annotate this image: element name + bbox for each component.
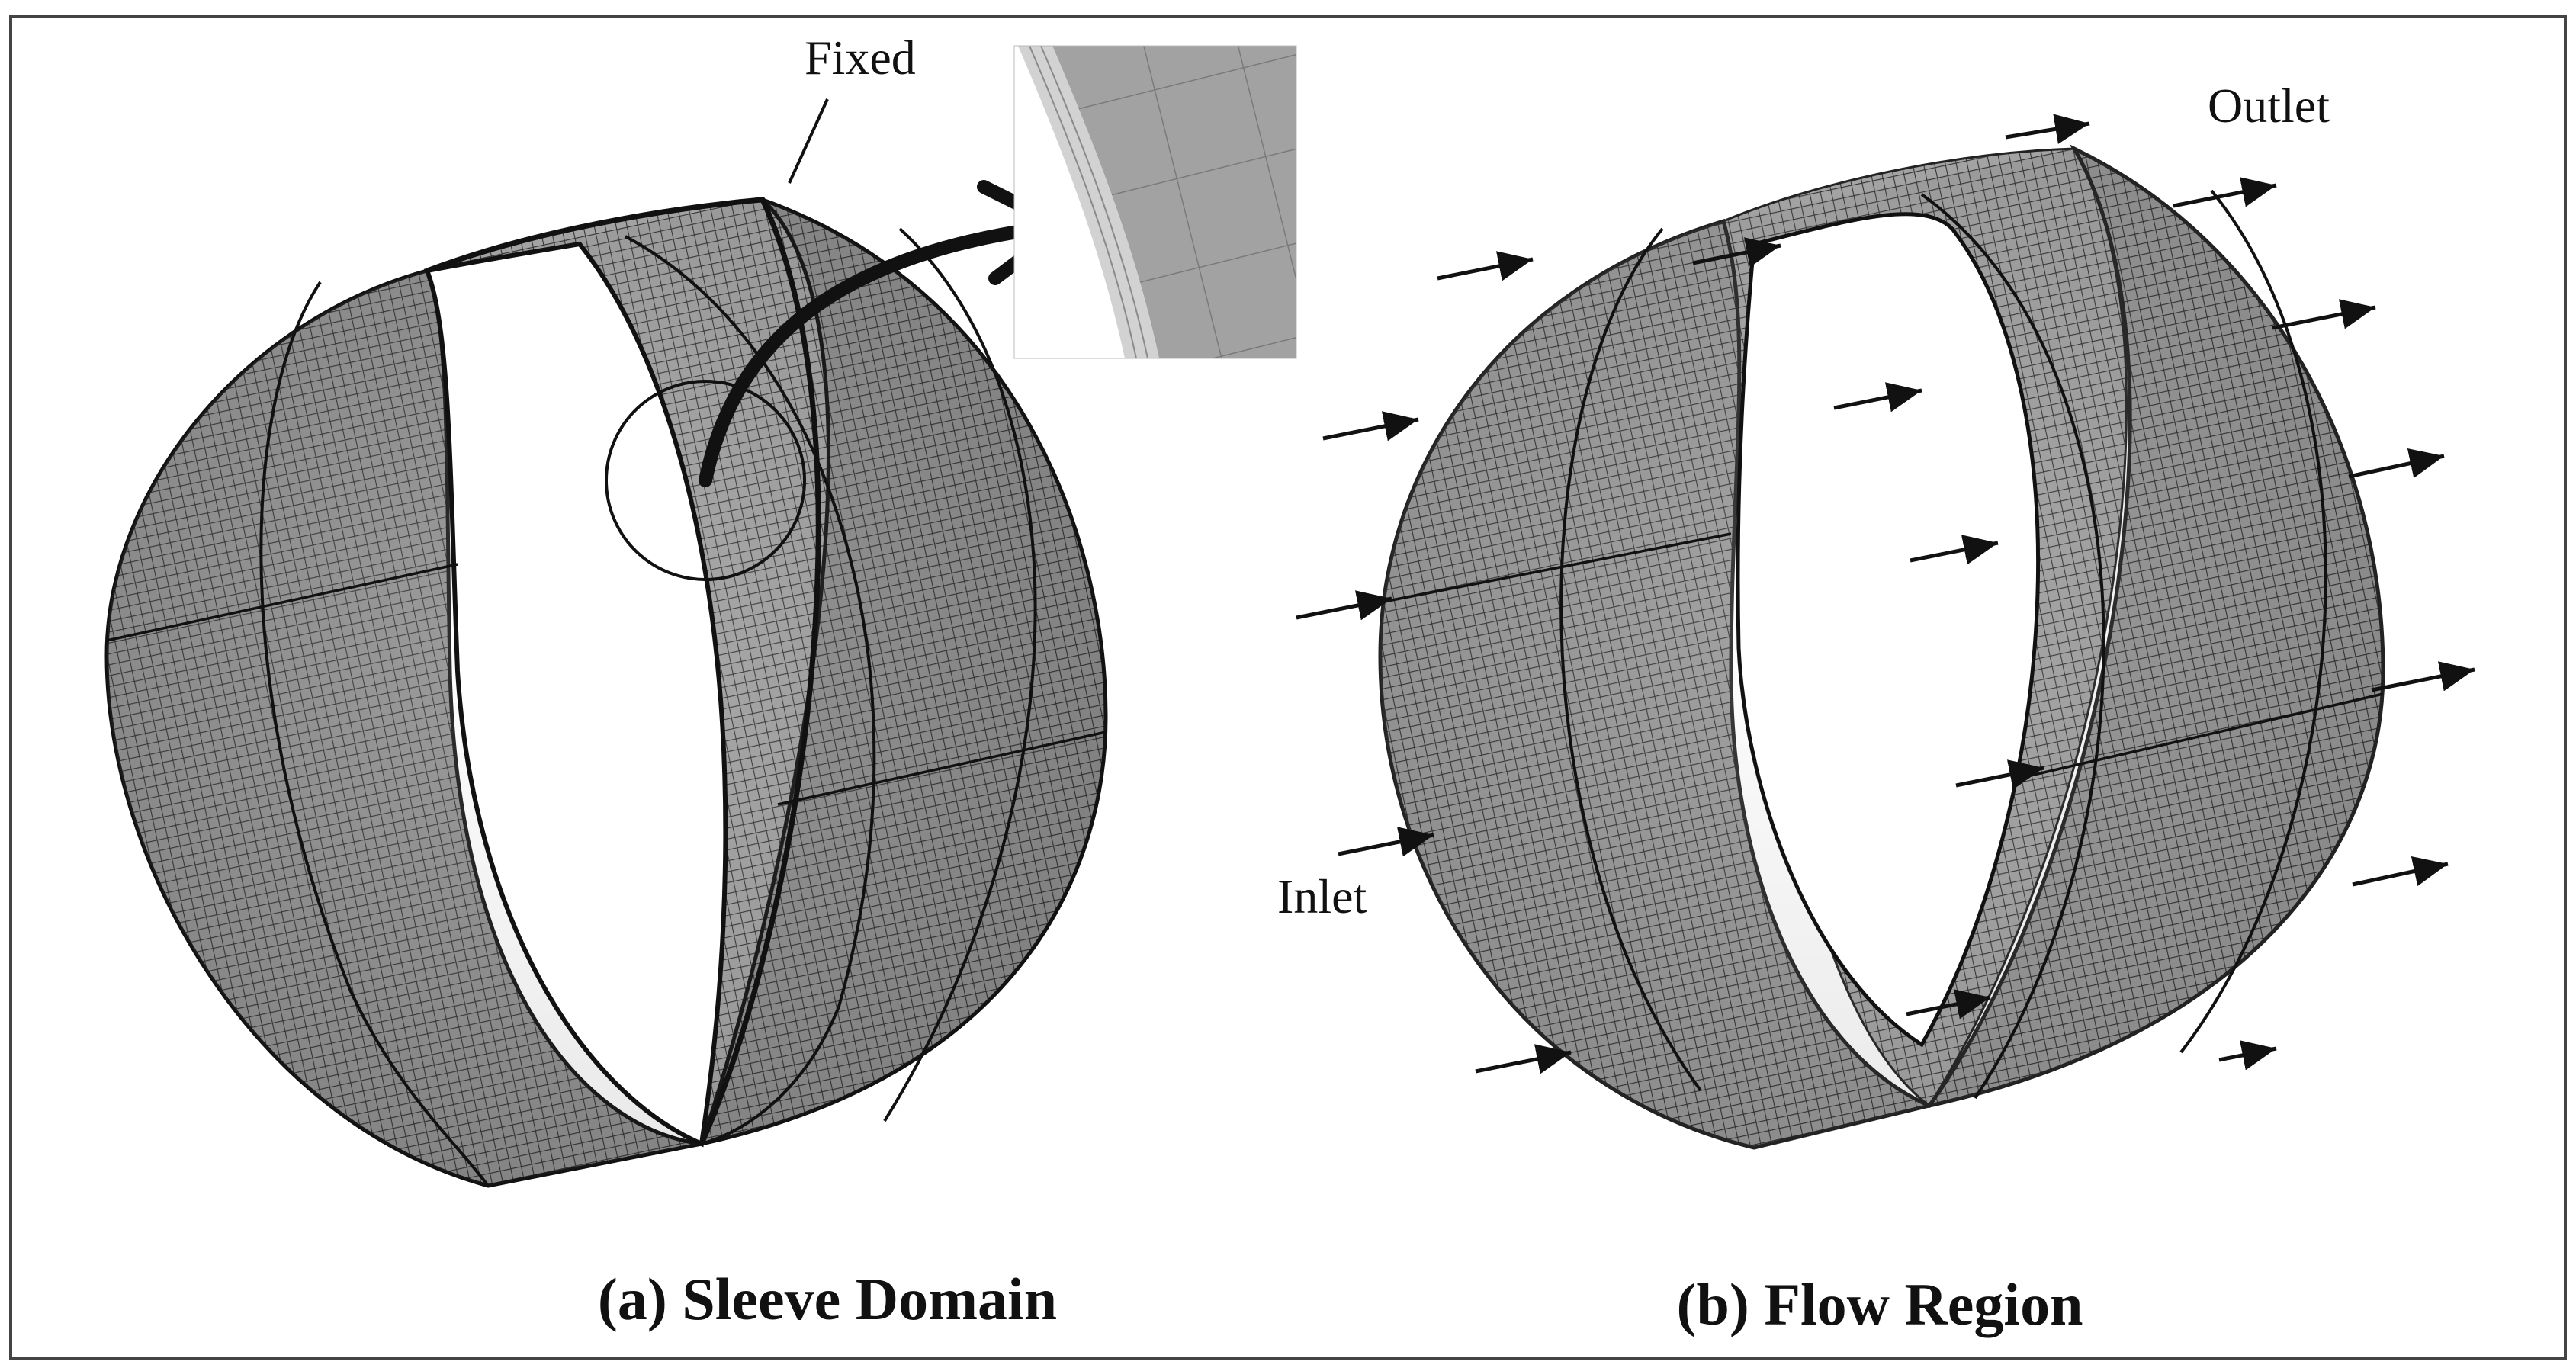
outlet-arrow [2371,661,2475,692]
outlet-arrow [2218,1040,2277,1071]
outlet-label: Outlet [2208,79,2330,133]
detail-callout-circle [605,380,806,581]
figure-border [9,15,2567,1360]
panel-a-sleeve-domain: Fixed (a) Sleeve Domain [104,31,1297,1332]
detail-inset [1013,45,1297,359]
outlet-arrows [1692,114,2475,1071]
fixed-label: Fixed [805,31,916,85]
flow-opening [1736,212,2041,1048]
panel-b-flow-region: Inlet Outlet (b) Flow Region [1277,79,2475,1337]
inlet-arrow [1338,827,1434,857]
outlet-arrow [1910,535,1999,565]
outlet-arrow [2348,448,2445,479]
detail-arrow [699,222,1044,487]
outlet-arrow [1906,989,1991,1020]
panel-b-caption: (b) Flow Region [1677,1271,2083,1337]
outlet-arrow [1833,382,1922,413]
inlet-arrow [1475,1044,1572,1074]
outlet-arrow [1692,237,1781,268]
outlet-arrow [2005,114,2090,145]
panel-a-caption: (a) Sleeve Domain [598,1266,1057,1332]
inlet-label: Inlet [1277,869,1367,923]
inlet-arrow [1296,590,1392,621]
outlet-arrow [2272,299,2376,330]
outlet-arrow [2173,177,2277,208]
inlet-arrow [1437,251,1534,281]
inlet-arrow [1322,411,1419,442]
outlet-arrow [2352,856,2449,887]
fixed-leader-line [788,98,829,184]
outlet-arrow [1955,759,2044,790]
inlet-arrows [1296,251,1572,1074]
